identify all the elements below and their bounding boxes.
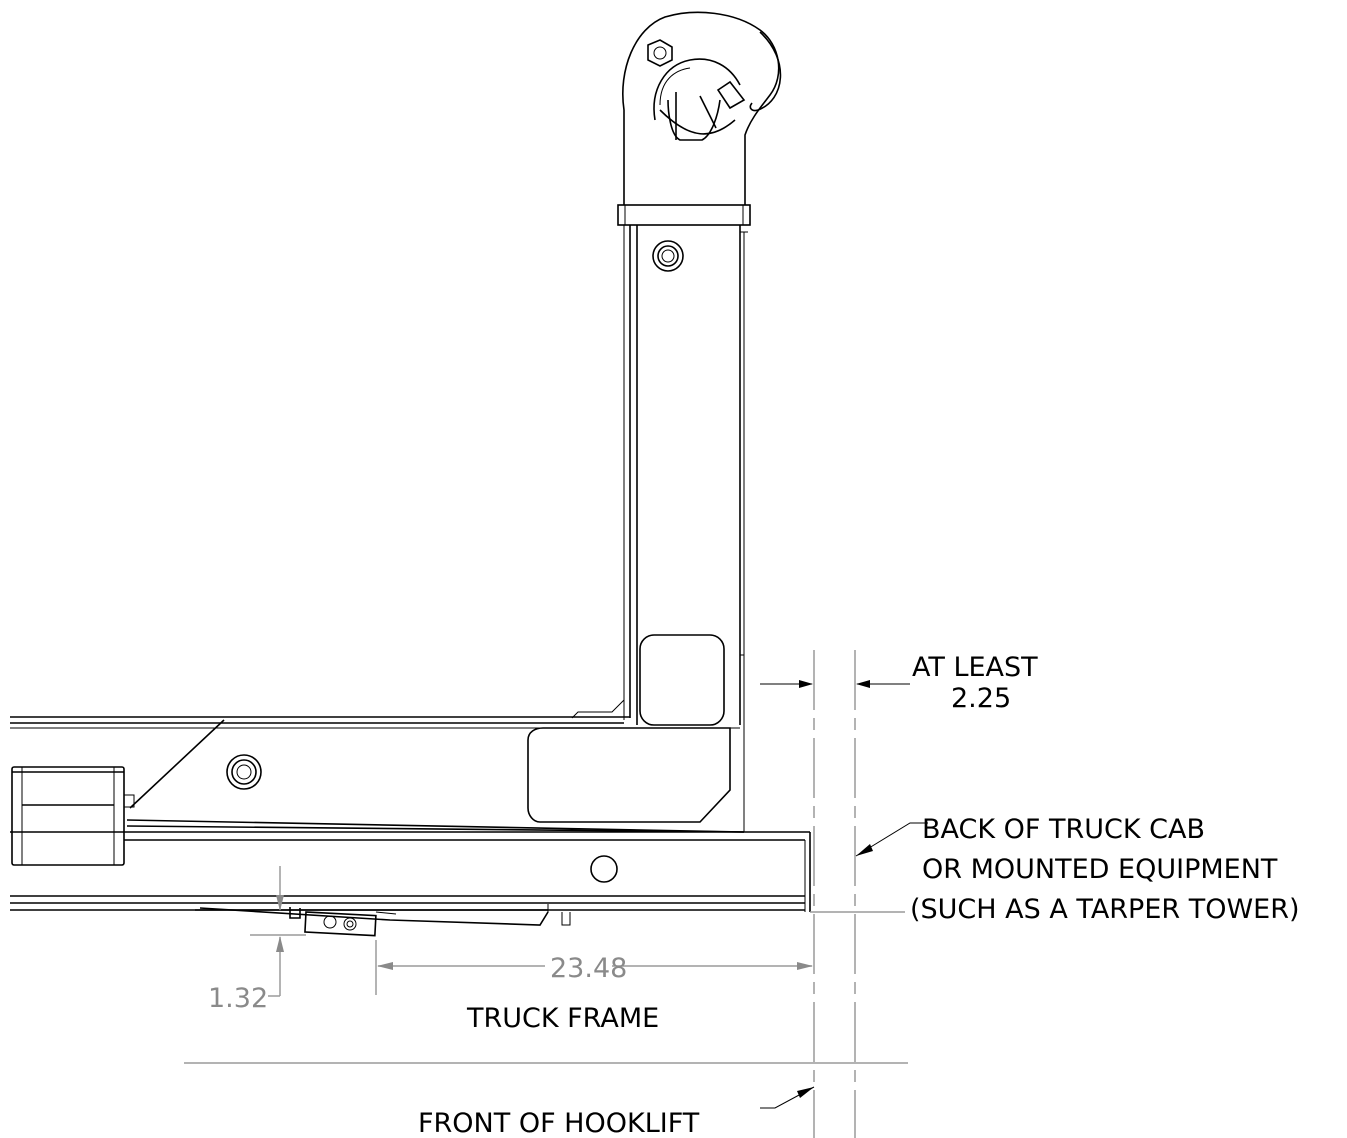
leaders (760, 822, 928, 1109)
vertical-post (571, 225, 748, 832)
bottom-bracket (199, 907, 549, 937)
cab-label-line2: OR MOUNTED EQUIPMENT (922, 854, 1278, 885)
truck-frame-label: TRUCK FRAME (466, 1003, 659, 1034)
front-block (11, 766, 135, 866)
front-of-hooklift-label: FRONT OF HOOKLIFT (418, 1108, 700, 1138)
cab-label-line1: BACK OF TRUCK CAB (922, 814, 1205, 845)
hook (622, 11, 782, 205)
truck-frame-rail (10, 831, 811, 926)
dimension-23-48: 23.48 (550, 953, 627, 984)
offset-dimension (268, 866, 284, 997)
reference-lines (184, 650, 908, 1138)
at-least-value: 2.25 (951, 683, 1011, 714)
collar (617, 204, 751, 226)
dimension-1-32: 1.32 (208, 983, 268, 1014)
main-frame (10, 716, 745, 833)
at-least-label: AT LEAST (912, 652, 1038, 683)
cab-label-line3: (SUCH AS A TARPER TOWER) (910, 894, 1300, 925)
